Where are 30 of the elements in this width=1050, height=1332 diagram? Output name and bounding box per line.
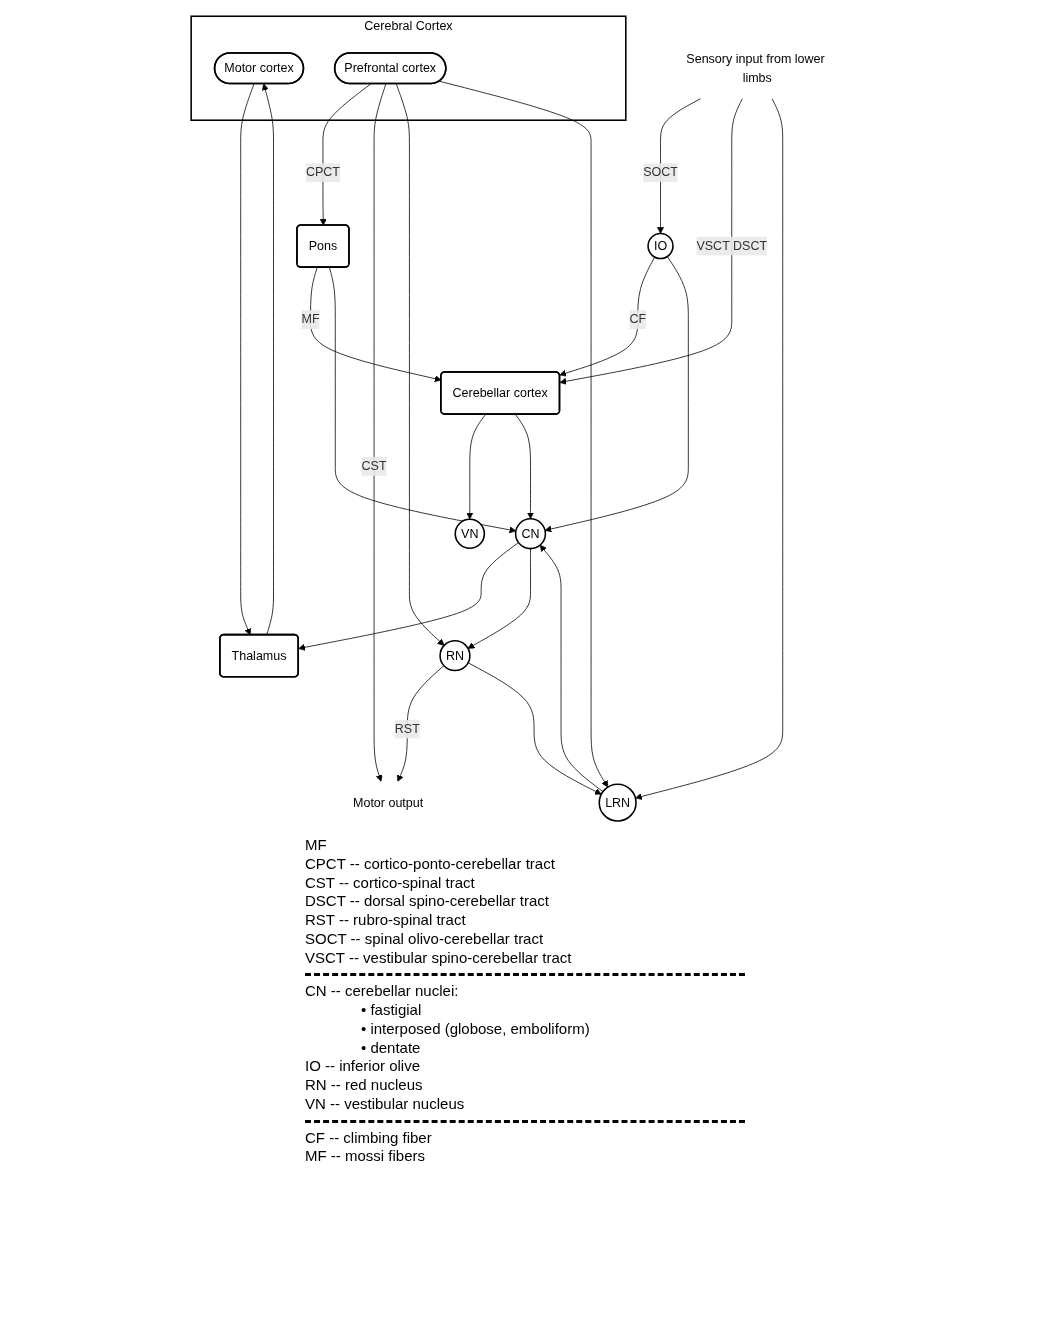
abbreviation-entry: IO -- inferior olive: [305, 1057, 421, 1076]
node-circle: LRN: [598, 783, 637, 822]
abbreviation-entry: VSCT -- vestibular spino-cerebellar tract: [305, 948, 572, 968]
abbreviation-entry: CN -- cerebellar nuclei:: [305, 982, 459, 1001]
edge-label: SOCT: [643, 165, 678, 179]
edge-label: RST: [394, 722, 420, 736]
node-circle: CN: [514, 518, 547, 550]
abbreviation-entry: RN -- red nucleus: [305, 1076, 423, 1095]
list-item: • fastigial: [360, 1001, 422, 1020]
abbreviation-entry: RST -- rubro-spinal tract: [305, 911, 466, 930]
abbreviation-entry: SOCT -- spinal olivo-cerebellar tract: [305, 929, 544, 949]
abbreviation-entry: CF -- climbing fiber: [305, 1128, 432, 1148]
node-circle: IO: [647, 232, 674, 260]
edge-label: CST: [361, 459, 387, 473]
edge-label: CPCT: [305, 165, 340, 179]
abbreviation-entry: CPCT -- cortico-ponto-cerebellar tract: [305, 854, 555, 874]
abbreviation-entry: CST -- cortico-spinal tract: [305, 873, 475, 893]
list-item: • dentate: [360, 1038, 421, 1058]
node-text: Motor output: [353, 795, 424, 809]
node-circle: VN: [454, 518, 486, 550]
edge-label: VSCT DSCT: [696, 239, 768, 253]
list-item: • interposed (globose, emboliform): [360, 1019, 590, 1039]
edge-label: CF: [629, 312, 647, 326]
tract-label: MF: [305, 836, 327, 855]
abbreviation-entry: VN -- vestibular nucleus: [305, 1094, 465, 1114]
node-text: Sensory input from lower limbs: [686, 51, 825, 84]
abbreviation-entry: DSCT -- dorsal spino-cerebellar tract: [305, 892, 549, 911]
edge-label: MF: [301, 312, 320, 326]
abbreviation-entry: MF -- mossi fibers: [305, 1147, 425, 1166]
node-circle: RN: [439, 640, 471, 672]
